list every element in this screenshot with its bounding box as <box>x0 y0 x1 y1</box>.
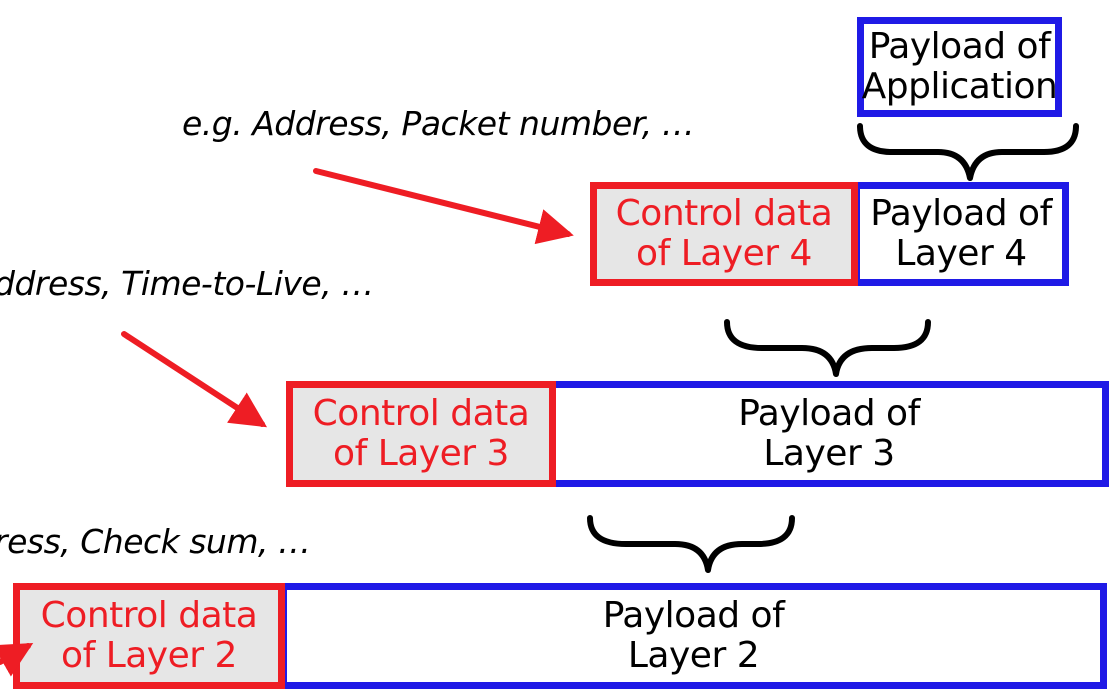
application-payload-label: Payload of Application <box>861 25 1058 107</box>
brace-layer3-icon <box>587 515 795 573</box>
layer4-payload-label: Payload of Layer 4 <box>870 192 1052 274</box>
layer2-payload-box: Payload of Layer 2 <box>280 583 1107 689</box>
arrow-layer4-icon <box>313 168 574 245</box>
layer4-annotation: e.g. Address, Packet number, … <box>182 104 695 143</box>
layer4-control-box: Control data of Layer 4 <box>590 182 858 286</box>
application-payload-box: Payload of Application <box>857 17 1062 117</box>
layer3-payload-label: Payload of Layer 3 <box>738 392 920 474</box>
layer4-payload-box: Payload of Layer 4 <box>853 182 1069 286</box>
layer3-payload-box: Payload of Layer 3 <box>549 381 1109 487</box>
layer2-annotation: ress, Check sum, … <box>0 522 311 561</box>
brace-layer4-icon <box>724 319 931 377</box>
arrow-layer3-icon <box>121 331 268 428</box>
layer3-control-box: Control data of Layer 3 <box>286 381 556 487</box>
layer3-control-label: Control data of Layer 3 <box>312 392 530 474</box>
layer2-control-label: Control data of Layer 2 <box>40 594 258 676</box>
brace-application-icon <box>857 123 1079 181</box>
layer2-payload-label: Payload of Layer 2 <box>602 594 785 676</box>
layer2-control-box: Control data of Layer 2 <box>13 583 285 689</box>
layer3-annotation: ddress, Time-to-Live, … <box>0 264 374 303</box>
layer4-control-label: Control data of Layer 4 <box>615 192 833 274</box>
